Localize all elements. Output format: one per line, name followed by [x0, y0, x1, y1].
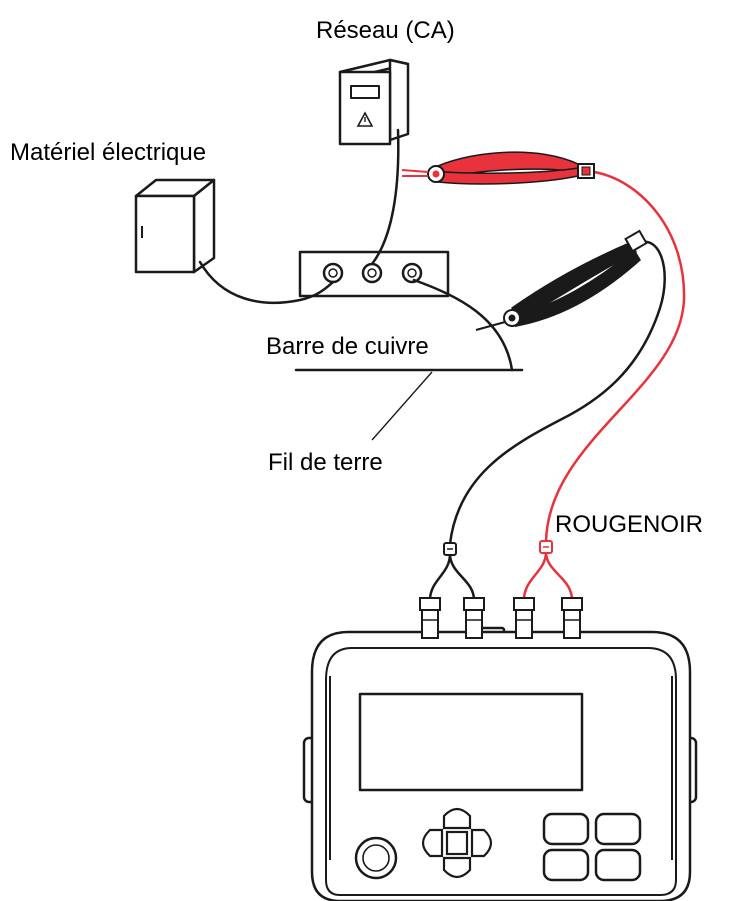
equipment-wire	[198, 260, 335, 305]
right-arrow-button[interactable]	[470, 828, 493, 858]
red-crocodile-clip	[401, 151, 595, 185]
mains-label: Réseau (CA)	[316, 17, 455, 44]
connector-black-1	[419, 597, 441, 639]
ground-connection-wire	[412, 278, 514, 372]
function-key-2[interactable]	[594, 812, 642, 846]
function-key-1[interactable]	[542, 812, 590, 846]
center-button[interactable]	[445, 830, 469, 856]
ground-wire-pointer	[371, 371, 433, 441]
terminal-3	[401, 262, 423, 284]
function-key-4[interactable]	[594, 848, 642, 882]
terminal-2	[361, 262, 383, 284]
black-lead	[428, 240, 666, 601]
copper-bar-label: Barre de cuivre	[266, 333, 429, 360]
connector-red-2	[561, 597, 583, 639]
equipment-label: Matériel électrique	[10, 139, 206, 166]
up-arrow-button[interactable]	[442, 807, 472, 830]
down-arrow-button[interactable]	[442, 856, 472, 879]
ground-wire-label: Fil de terre	[268, 449, 383, 476]
equipment-box	[134, 178, 216, 274]
black-lead-junction	[443, 542, 457, 556]
left-arrow-button[interactable]	[421, 828, 444, 858]
connector-red-1	[513, 597, 535, 639]
rotary-knob[interactable]	[354, 836, 398, 880]
warning-triangle-icon	[356, 111, 374, 127]
mains-wire	[370, 128, 400, 266]
connector-black-2	[463, 597, 485, 639]
red-lead	[522, 170, 686, 601]
tester-screen	[358, 692, 584, 792]
tester-device	[302, 626, 698, 901]
red-lead-junction	[539, 540, 553, 554]
mains-box	[338, 58, 410, 146]
leads-label: ROUGENOIR	[555, 511, 703, 538]
terminal-1	[322, 262, 344, 284]
direction-pad	[421, 807, 493, 879]
function-key-3[interactable]	[542, 848, 590, 882]
black-crocodile-clip	[475, 229, 648, 331]
